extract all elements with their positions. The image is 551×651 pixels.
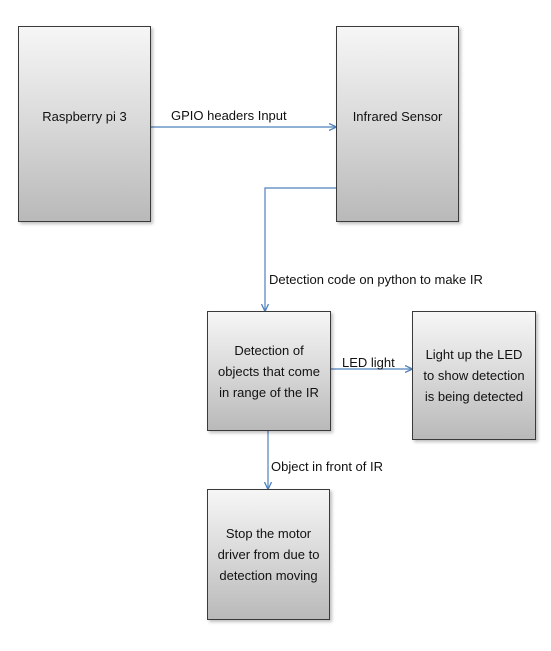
edge-label-python: Detection code on python to make IR — [269, 272, 483, 287]
edge-label-object-front: Object in front of IR — [271, 459, 383, 474]
node-stop-motor: Stop the motor driver from due to detect… — [207, 489, 330, 620]
node-led-label: Light up the LED to show detection is be… — [423, 347, 525, 404]
node-object-detection-label: Detection of objects that come in range … — [218, 342, 320, 400]
node-infrared-sensor-label: Infrared Sensor — [352, 109, 443, 124]
node-stop-motor-label: Stop the motor driver from due to detect… — [217, 526, 320, 583]
node-raspberry-pi-label: Raspberry pi 3 — [42, 109, 127, 124]
arrow-python — [265, 187, 336, 311]
node-infrared-sensor: Infrared Sensor — [336, 26, 459, 222]
node-raspberry-pi: Raspberry pi 3 — [18, 26, 151, 222]
edge-label-gpio: GPIO headers Input — [171, 108, 287, 123]
edge-label-led-light: LED light — [342, 355, 395, 370]
node-led: Light up the LED to show detection is be… — [412, 311, 536, 440]
node-object-detection: Detection of objects that come in range … — [207, 311, 331, 431]
